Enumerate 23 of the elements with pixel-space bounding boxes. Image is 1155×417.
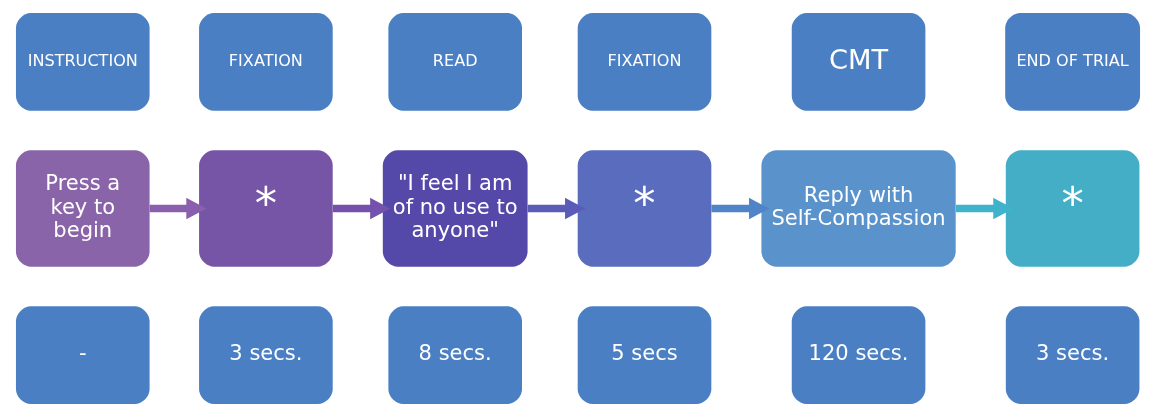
node-box: -: [15, 306, 150, 404]
node-box: *: [1005, 150, 1139, 267]
node-box: 3 secs.: [198, 306, 333, 404]
node-box: INSTRUCTION: [15, 13, 150, 111]
arrow: [527, 197, 585, 220]
node-box: *: [577, 150, 711, 267]
node-box: END OF TRIAL: [1004, 13, 1140, 111]
node-box: READ: [387, 13, 522, 111]
node-box: CMT: [791, 13, 925, 111]
node-box: 3 secs.: [1005, 306, 1139, 404]
node-box: 5 secs: [577, 306, 711, 404]
arrow: [955, 197, 1014, 220]
node-box: FIXATION: [198, 13, 333, 111]
node-box: 120 secs.: [791, 306, 925, 404]
node-box: Reply with Self-Compassion: [760, 150, 956, 267]
arrow: [149, 197, 207, 220]
arrow: [332, 197, 390, 220]
node-box: *: [198, 150, 333, 267]
node-box: Press a key to begin: [15, 150, 150, 267]
node-box: 8 secs.: [387, 306, 522, 404]
arrow: [710, 197, 769, 220]
node-box: FIXATION: [577, 13, 711, 111]
node-box: "I feel I am of no use to anyone": [382, 150, 528, 267]
